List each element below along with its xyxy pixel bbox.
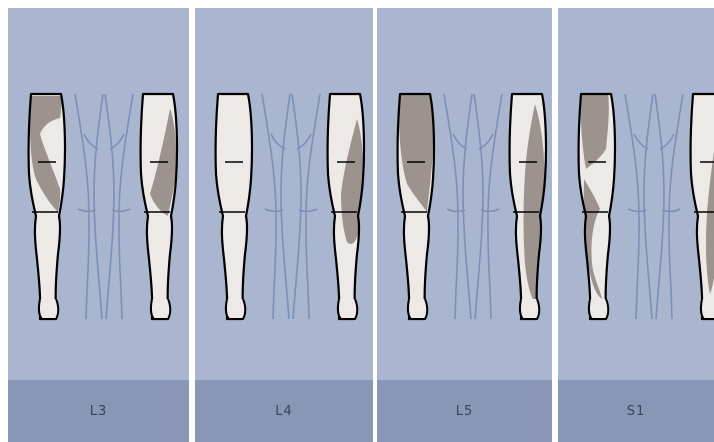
- rear-legs-outline: [75, 94, 103, 319]
- leg-left: [29, 94, 65, 319]
- panel-l3: L3: [8, 8, 189, 442]
- legs-illustration-l3: [8, 8, 189, 380]
- rear-leg-left: [625, 94, 653, 319]
- rear-leg-right: [292, 94, 320, 319]
- panel-label-bar: S1: [558, 380, 714, 442]
- rear-leg-right: [655, 94, 683, 319]
- foot: [520, 299, 539, 319]
- leg-right: [141, 94, 177, 319]
- legs-illustration-l5: [377, 8, 552, 380]
- leg-right: [691, 94, 714, 319]
- rear-legs-outline-right: [105, 94, 133, 319]
- foot: [151, 299, 170, 319]
- rear-legs-outline-right: [655, 94, 683, 319]
- leg-left: [398, 94, 434, 319]
- panel-label: L3: [90, 404, 108, 419]
- foot: [408, 299, 427, 319]
- foot: [39, 299, 58, 319]
- rear-leg-left: [75, 94, 103, 319]
- rear-leg-left: [262, 94, 290, 319]
- panel-label-bar: L5: [377, 380, 552, 442]
- rear-leg-right: [474, 94, 502, 319]
- leg-left: [579, 94, 615, 319]
- panel-label: L4: [275, 404, 293, 419]
- panel-label: L5: [456, 404, 474, 419]
- foot: [589, 299, 608, 319]
- panel-label-bar: L4: [195, 380, 373, 442]
- foot: [701, 299, 714, 319]
- legs-illustration-l4: [195, 8, 373, 380]
- panel-label-bar: L3: [8, 380, 189, 442]
- rear-legs-outline: [444, 94, 472, 319]
- legs-illustration-s1: [558, 8, 714, 380]
- rear-leg-right: [105, 94, 133, 319]
- rear-legs-outline: [262, 94, 290, 319]
- leg-right: [510, 94, 546, 319]
- foot: [338, 299, 357, 319]
- rear-legs-outline-right: [474, 94, 502, 319]
- rear-legs-outline-right: [292, 94, 320, 319]
- leg-right: [328, 94, 364, 319]
- panel-l4: L4: [195, 8, 373, 442]
- panel-label: S1: [627, 404, 646, 419]
- rear-legs-outline: [625, 94, 653, 319]
- leg-left: [216, 94, 252, 319]
- rear-leg-left: [444, 94, 472, 319]
- foot: [226, 299, 245, 319]
- panel-s1: S1: [558, 8, 714, 442]
- panel-l5: L5: [377, 8, 552, 442]
